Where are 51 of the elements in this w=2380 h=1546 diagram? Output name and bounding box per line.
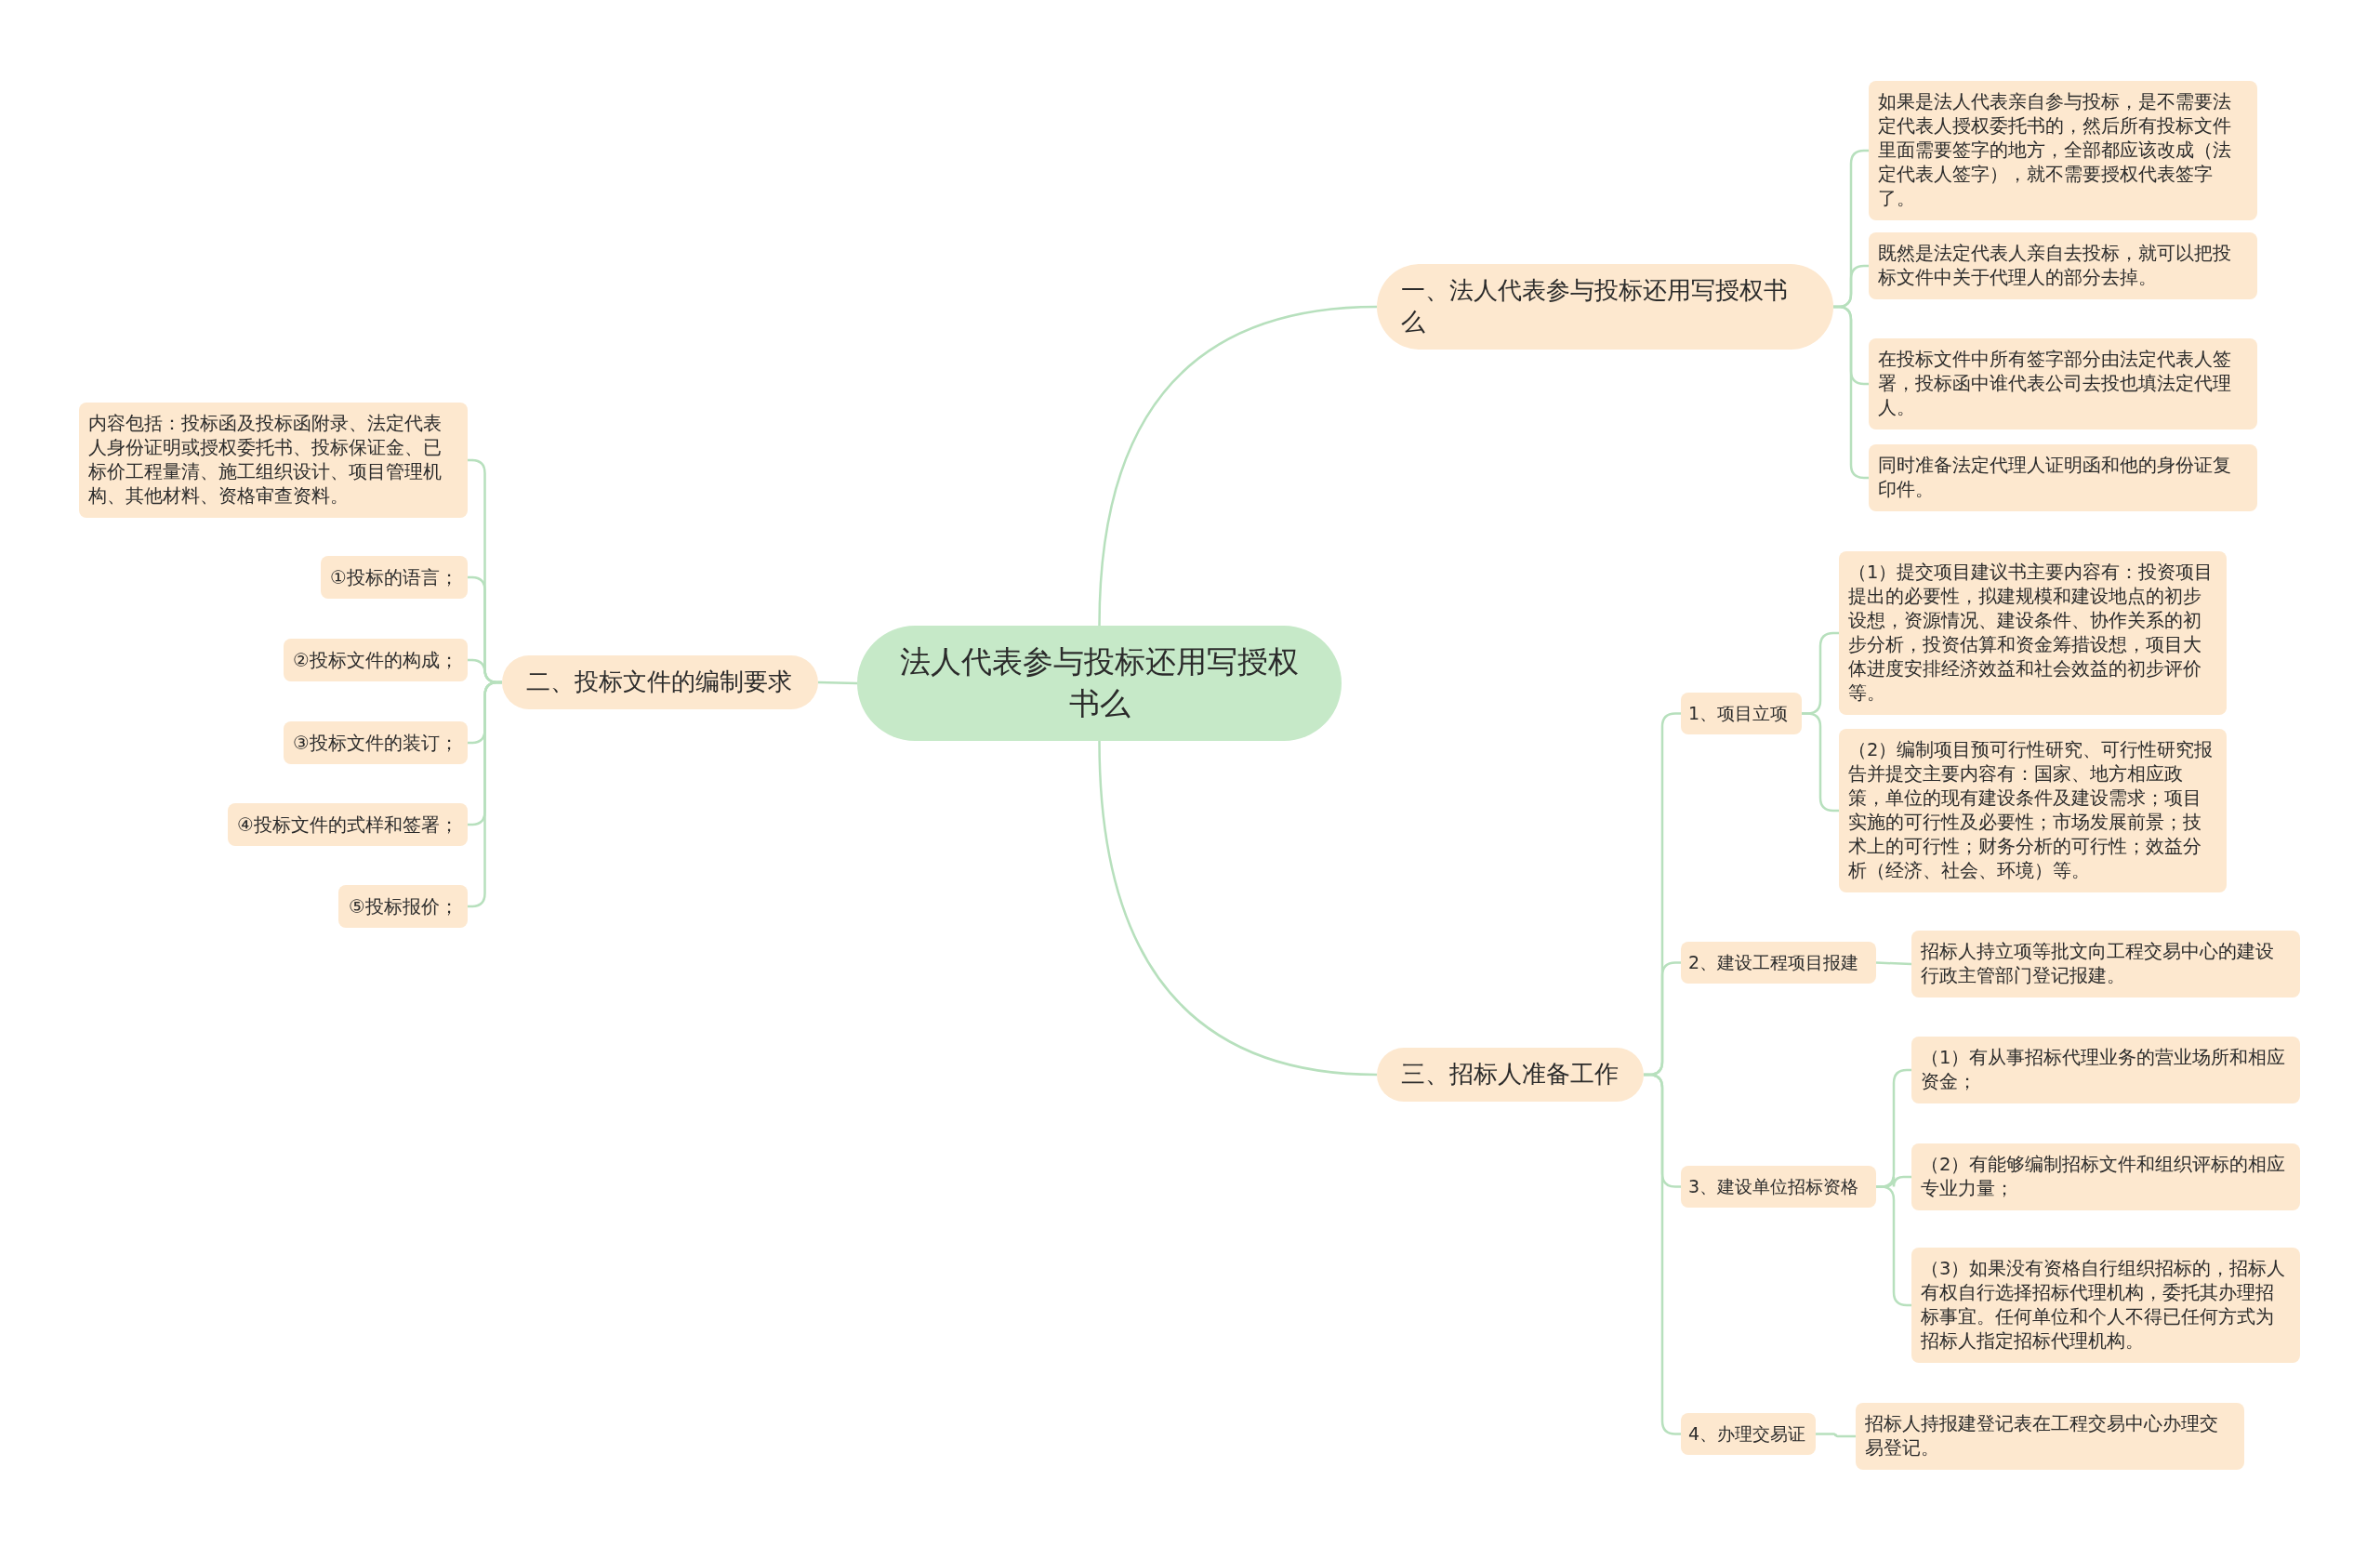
topic-text: 在投标文件中所有签字部分由法定代表人签署，投标函中谁代表公司去投也填法定代理人。	[1878, 348, 2232, 420]
topic-text: 2、建设工程项目报建	[1688, 951, 1860, 974]
topic-text: （3）如果没有资格自行组织招标的，招标人有权自行选择招标代理机构，委托其办理招标事宜。任何单位和个人不得已任何方式为招标人指定招标代理机构。	[1921, 1257, 2287, 1354]
topic-text: ①投标的语言；	[330, 565, 458, 589]
note-box	[1856, 1403, 2244, 1470]
topic-text: 一、法人代表参与投标还用写授权书么	[1401, 275, 1789, 337]
topic-text: 内容包括：投标函及投标函附录、法定代表人身份证明或授权委托书、投标保证金、已标价工程量清、施工组织设计、项目管理机构、其他材料、资格审查资料。	[88, 412, 443, 509]
subtopic-box	[228, 803, 468, 846]
topic-text: 招标人持立项等批文向工程交易中心的建设行政主管部门登记报建。	[1921, 940, 2275, 988]
topic-text: ②投标文件的构成；	[293, 648, 458, 672]
topic-text: （2）编制项目预可行性研究、可行性研究报告并提交主要内容有：国家、地方相应政策，单位的现有建设条件及建设需求；项目实施的可行性及必要性；市场发展前景；技术上的可行性；财务分析的可行性；效益分析（经济、社会、环境）等。	[1848, 738, 2215, 883]
topic-text: 二、投标文件的编制要求	[526, 667, 793, 698]
topic-text: 既然是法定代表人亲自去投标，就可以把投标文件中关于代理人的部分去掉。	[1878, 242, 2232, 290]
note-box	[79, 403, 468, 518]
topic-text: （1）提交项目建议书主要内容有：投资项目提出的必要性，拟建规模和建设地点的初步设想，资源情况、建设条件、协作关系的初步分析，投资估算和资金筹措设想，项目大体进度安排经济效益和社会效益的初步评价等。	[1848, 561, 2215, 706]
subtopic-box	[284, 639, 468, 681]
topic-text: 招标人持报建登记表在工程交易中心办理交易登记。	[1865, 1412, 2219, 1460]
note-box	[1869, 81, 2257, 220]
topic-text: 三、招标人准备工作	[1401, 1059, 1620, 1090]
topic-text: 如果是法人代表亲自参与投标，是不需要法定代表人授权委托书的，然后所有投标文件里面需要签字的地方，全部都应该改成（法定代表人签字），就不需要授权代表签字了。	[1878, 90, 2232, 211]
topic-text: （1）有从事招标代理业务的营业场所和相应资金；	[1921, 1046, 2287, 1094]
note-box	[1839, 729, 2227, 892]
topic-text: 3、建设单位招标资格	[1688, 1175, 1860, 1198]
subtopic-box	[1681, 1413, 1816, 1455]
subtopic-box	[1681, 693, 1802, 734]
connector-line	[1875, 961, 1912, 966]
note-box	[1911, 1037, 2300, 1103]
connector-line	[1098, 305, 1378, 627]
subtopic-box	[338, 885, 468, 928]
topic-text: ③投标文件的装订；	[293, 731, 458, 755]
note-box	[1911, 1248, 2300, 1363]
subtopic-box	[321, 556, 468, 599]
connector-line	[817, 681, 858, 685]
topic-text: （2）有能够编制招标文件和组织评标的相应专业力量；	[1921, 1153, 2287, 1201]
subtopic-box	[284, 721, 468, 764]
topic-text: 4、办理交易证	[1688, 1422, 1807, 1446]
note-box	[1911, 931, 2300, 998]
subtopic-box	[1681, 942, 1876, 984]
connector-line	[1816, 1433, 1856, 1438]
note-box	[1869, 232, 2257, 299]
subtopic-box	[1681, 1166, 1876, 1208]
topic-text: 1、项目立项	[1688, 702, 1790, 725]
note-box	[1869, 338, 2257, 429]
topic-text: 同时准备法定代理人证明函和他的身份证复印件。	[1878, 454, 2232, 502]
connector-line	[1098, 740, 1378, 1077]
topic-text: ⑤投标报价；	[348, 894, 458, 918]
topic-text: 法人代表参与投标还用写授权书么	[899, 642, 1300, 723]
note-box	[1839, 551, 2227, 715]
note-box	[1911, 1143, 2300, 1210]
topic-text: ④投标文件的式样和签署；	[237, 813, 458, 837]
note-box	[1869, 444, 2257, 511]
